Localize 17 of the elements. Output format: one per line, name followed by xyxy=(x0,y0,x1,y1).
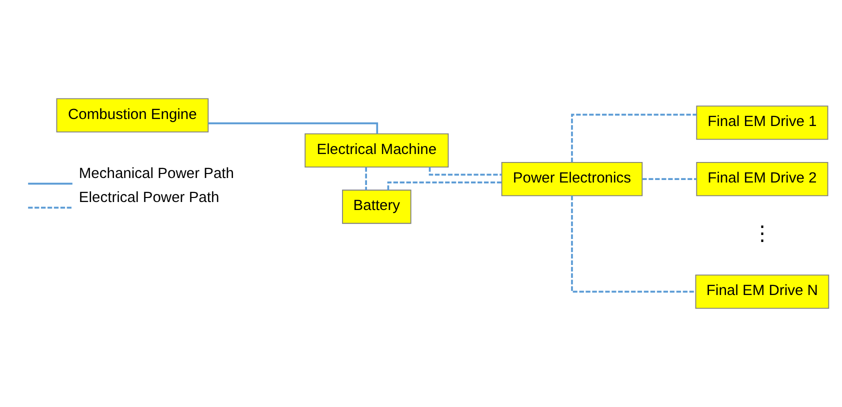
node-box: Final EM Drive 1 xyxy=(696,106,828,140)
connector xyxy=(571,114,696,162)
node-box: Combustion Engine xyxy=(56,98,209,132)
node-box: Final EM Drive N xyxy=(695,274,830,309)
connector xyxy=(387,182,502,190)
node-box: Electrical Machine xyxy=(304,133,449,168)
connector xyxy=(365,167,367,190)
legend-label: Mechanical Power Path xyxy=(78,166,234,182)
connector xyxy=(428,167,502,176)
connector xyxy=(208,122,378,134)
legend-label: Electrical Power Path xyxy=(78,190,220,206)
connector xyxy=(642,178,697,180)
connector xyxy=(571,196,696,293)
node-box: Power Electronics xyxy=(501,162,643,196)
node-box: Final EM Drive 2 xyxy=(696,162,828,196)
node-box: Battery xyxy=(342,190,412,224)
label: ⋮ xyxy=(752,224,772,246)
